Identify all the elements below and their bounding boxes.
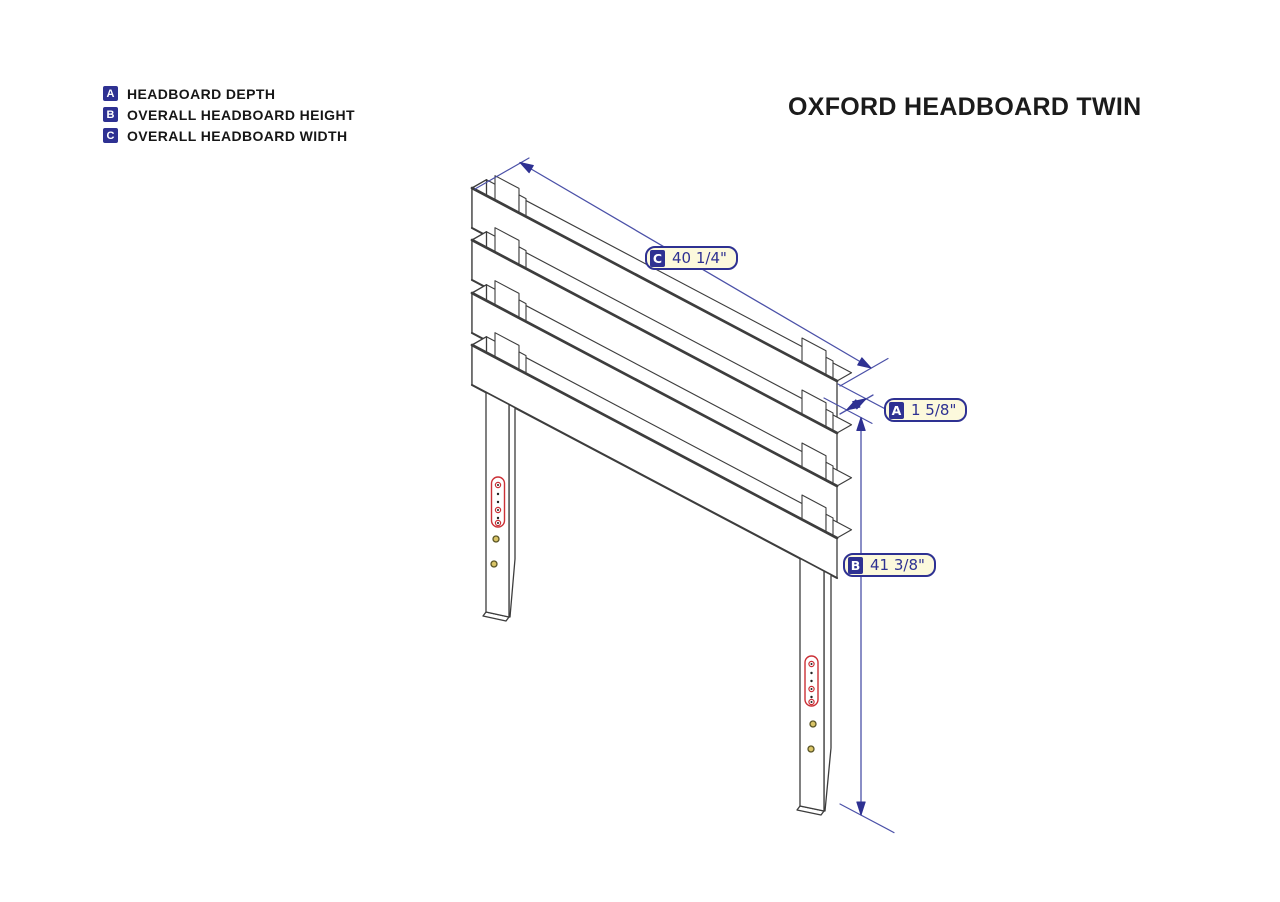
- dimension-key-c-badge: C: [650, 249, 665, 267]
- dimension-height: [839, 416, 895, 834]
- dimension-value-width: 40 1/4": [672, 249, 727, 267]
- legend-key-a-badge: A: [103, 86, 118, 101]
- legend-label-depth: HEADBOARD DEPTH: [127, 85, 276, 102]
- legend-key-c-badge: C: [103, 128, 118, 143]
- legend-row-height: B OVERALL HEADBOARD HEIGHT: [103, 104, 355, 125]
- legend-key-b-badge: B: [103, 107, 118, 122]
- slat-1: [470, 175, 853, 423]
- legend-row-depth: A HEADBOARD DEPTH: [103, 83, 355, 104]
- legend-row-width: C OVERALL HEADBOARD WIDTH: [103, 125, 355, 146]
- dimension-value-height: 41 3/8": [870, 556, 925, 574]
- slat-4: [470, 332, 853, 580]
- left-leg: [482, 391, 516, 622]
- page-title: OXFORD HEADBOARD TWIN: [788, 92, 1142, 121]
- dimension-label-width: C 40 1/4": [645, 246, 738, 270]
- headboard-drawing: [470, 175, 853, 816]
- slat-3: [470, 280, 853, 528]
- dimension-label-height: B 41 3/8": [843, 553, 936, 577]
- dimension-value-depth: 1 5/8": [911, 401, 957, 419]
- dimension-label-depth: A 1 5/8": [884, 398, 968, 422]
- legend-label-width: OVERALL HEADBOARD WIDTH: [127, 127, 348, 144]
- dimension-key-b-badge: B: [848, 556, 863, 574]
- legend: A HEADBOARD DEPTH B OVERALL HEADBOARD HE…: [103, 83, 355, 146]
- right-leg: [796, 557, 832, 816]
- dimension-key-a-badge: A: [889, 401, 904, 419]
- legend-label-height: OVERALL HEADBOARD HEIGHT: [127, 106, 355, 123]
